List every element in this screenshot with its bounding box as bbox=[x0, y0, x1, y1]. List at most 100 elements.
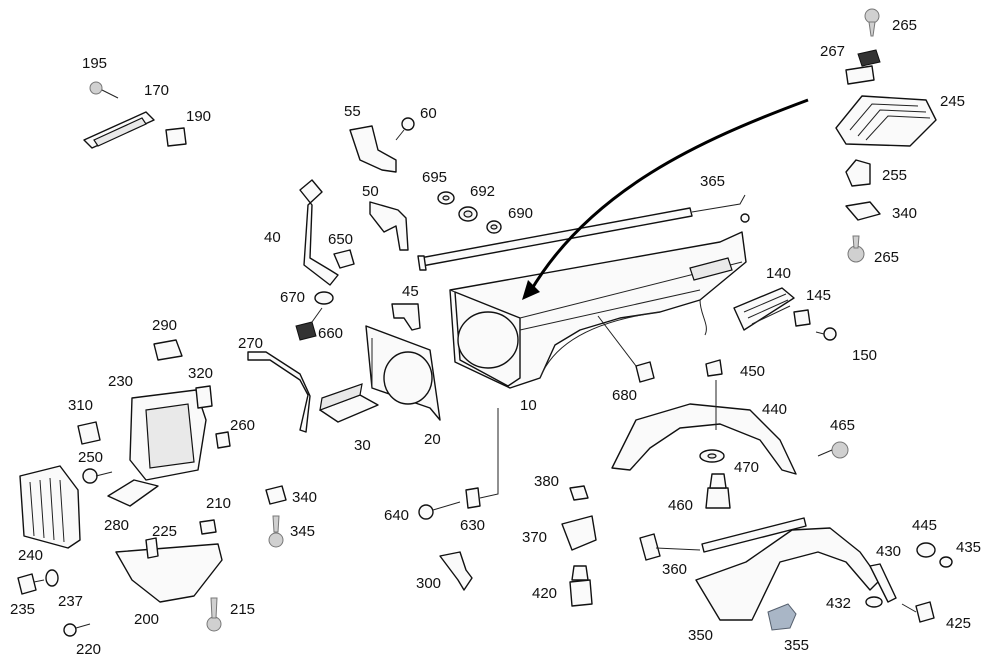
label-300: 300 bbox=[416, 575, 441, 592]
wheel-liner-440 bbox=[611, 380, 797, 475]
vent-grille-140 bbox=[733, 287, 795, 331]
label-445: 445 bbox=[912, 517, 937, 534]
label-630: 630 bbox=[460, 517, 485, 534]
label-355: 355 bbox=[784, 637, 809, 654]
bolt-425 bbox=[901, 601, 935, 623]
label-50: 50 bbox=[362, 183, 379, 200]
clip-450 bbox=[705, 359, 723, 377]
clip-340-top bbox=[845, 201, 881, 221]
label-145: 145 bbox=[806, 287, 831, 304]
label-650: 650 bbox=[328, 231, 353, 248]
label-200: 200 bbox=[134, 611, 159, 628]
clip-190 bbox=[165, 127, 187, 147]
screw-345 bbox=[268, 515, 284, 548]
bracket-370 bbox=[561, 515, 597, 551]
label-280: 280 bbox=[104, 517, 129, 534]
washer-432 bbox=[865, 596, 883, 608]
label-195: 195 bbox=[82, 55, 107, 72]
fender-part-10 bbox=[449, 231, 747, 389]
clip-260 bbox=[215, 431, 231, 449]
label-310: 310 bbox=[68, 397, 93, 414]
clip-225 bbox=[145, 537, 159, 559]
label-190: 190 bbox=[186, 108, 211, 125]
label-360: 360 bbox=[662, 561, 687, 578]
bolt-680 bbox=[597, 315, 655, 383]
bushing-355 bbox=[767, 603, 797, 631]
washer-670 bbox=[314, 291, 334, 305]
bracket-320 bbox=[195, 385, 213, 409]
screw-215 bbox=[206, 597, 222, 632]
label-640: 640 bbox=[384, 507, 409, 524]
label-255: 255 bbox=[882, 167, 907, 184]
bolt-235 bbox=[17, 573, 45, 595]
grille-240 bbox=[19, 465, 81, 549]
label-320: 320 bbox=[188, 365, 213, 382]
label-432: 432 bbox=[826, 595, 851, 612]
label-40: 40 bbox=[264, 229, 281, 246]
label-225: 225 bbox=[152, 523, 177, 540]
washer-237 bbox=[45, 569, 59, 587]
plug-420 bbox=[569, 565, 593, 607]
screw-465 bbox=[817, 441, 849, 459]
screw-250 bbox=[82, 468, 113, 484]
screw-195 bbox=[89, 81, 119, 99]
label-250: 250 bbox=[78, 449, 103, 466]
label-340-lower: 340 bbox=[292, 489, 317, 506]
clip-630 bbox=[465, 408, 499, 509]
label-240: 240 bbox=[18, 547, 43, 564]
strip-360 bbox=[639, 517, 807, 561]
label-350: 350 bbox=[688, 627, 713, 644]
screw-265-top bbox=[864, 8, 880, 37]
screw-220 bbox=[63, 623, 91, 637]
label-260: 260 bbox=[230, 417, 255, 434]
label-220: 220 bbox=[76, 641, 101, 658]
label-420: 420 bbox=[532, 585, 557, 602]
clip-255 bbox=[845, 159, 871, 187]
screw-265-lower bbox=[847, 235, 865, 263]
label-692: 692 bbox=[470, 183, 495, 200]
label-245: 245 bbox=[940, 93, 965, 110]
nut-310 bbox=[77, 421, 101, 445]
label-10: 10 bbox=[520, 397, 537, 414]
label-435: 435 bbox=[956, 539, 981, 556]
label-465: 465 bbox=[830, 417, 855, 434]
support-40 bbox=[299, 179, 339, 286]
label-267: 267 bbox=[820, 43, 845, 60]
label-440: 440 bbox=[762, 401, 787, 418]
label-430: 430 bbox=[876, 543, 901, 560]
label-670: 670 bbox=[280, 289, 305, 306]
label-680: 680 bbox=[612, 387, 637, 404]
label-230: 230 bbox=[108, 373, 133, 390]
bracket-300 bbox=[439, 551, 473, 591]
bolt-660 bbox=[295, 307, 323, 341]
clip-650 bbox=[333, 249, 355, 269]
label-345: 345 bbox=[290, 523, 315, 540]
reflector-170 bbox=[83, 111, 155, 149]
bracket-55 bbox=[349, 125, 397, 173]
label-460: 460 bbox=[668, 497, 693, 514]
label-215: 215 bbox=[230, 601, 255, 618]
label-237: 237 bbox=[58, 593, 83, 610]
bracket-430 bbox=[869, 563, 897, 603]
screw-60 bbox=[395, 117, 415, 141]
label-270: 270 bbox=[238, 335, 263, 352]
housing-230 bbox=[129, 389, 207, 481]
screw-150 bbox=[815, 327, 837, 341]
spoiler-200 bbox=[115, 543, 223, 603]
clip-210 bbox=[199, 519, 217, 535]
label-210: 210 bbox=[206, 495, 231, 512]
label-425: 425 bbox=[946, 615, 971, 632]
clip-340-lower bbox=[265, 485, 287, 505]
bracket-280 bbox=[107, 479, 159, 507]
clip-290 bbox=[153, 339, 183, 361]
bracket-270 bbox=[247, 351, 311, 433]
washer-435 bbox=[939, 556, 953, 568]
inner-panel-20 bbox=[365, 325, 441, 421]
clip-267 bbox=[845, 49, 881, 85]
clip-145 bbox=[793, 309, 811, 327]
part-labels: 195 170 190 55 60 695 692 690 50 365 265… bbox=[10, 17, 981, 658]
label-470: 470 bbox=[734, 459, 759, 476]
label-365: 365 bbox=[700, 173, 725, 190]
label-695: 695 bbox=[422, 169, 447, 186]
